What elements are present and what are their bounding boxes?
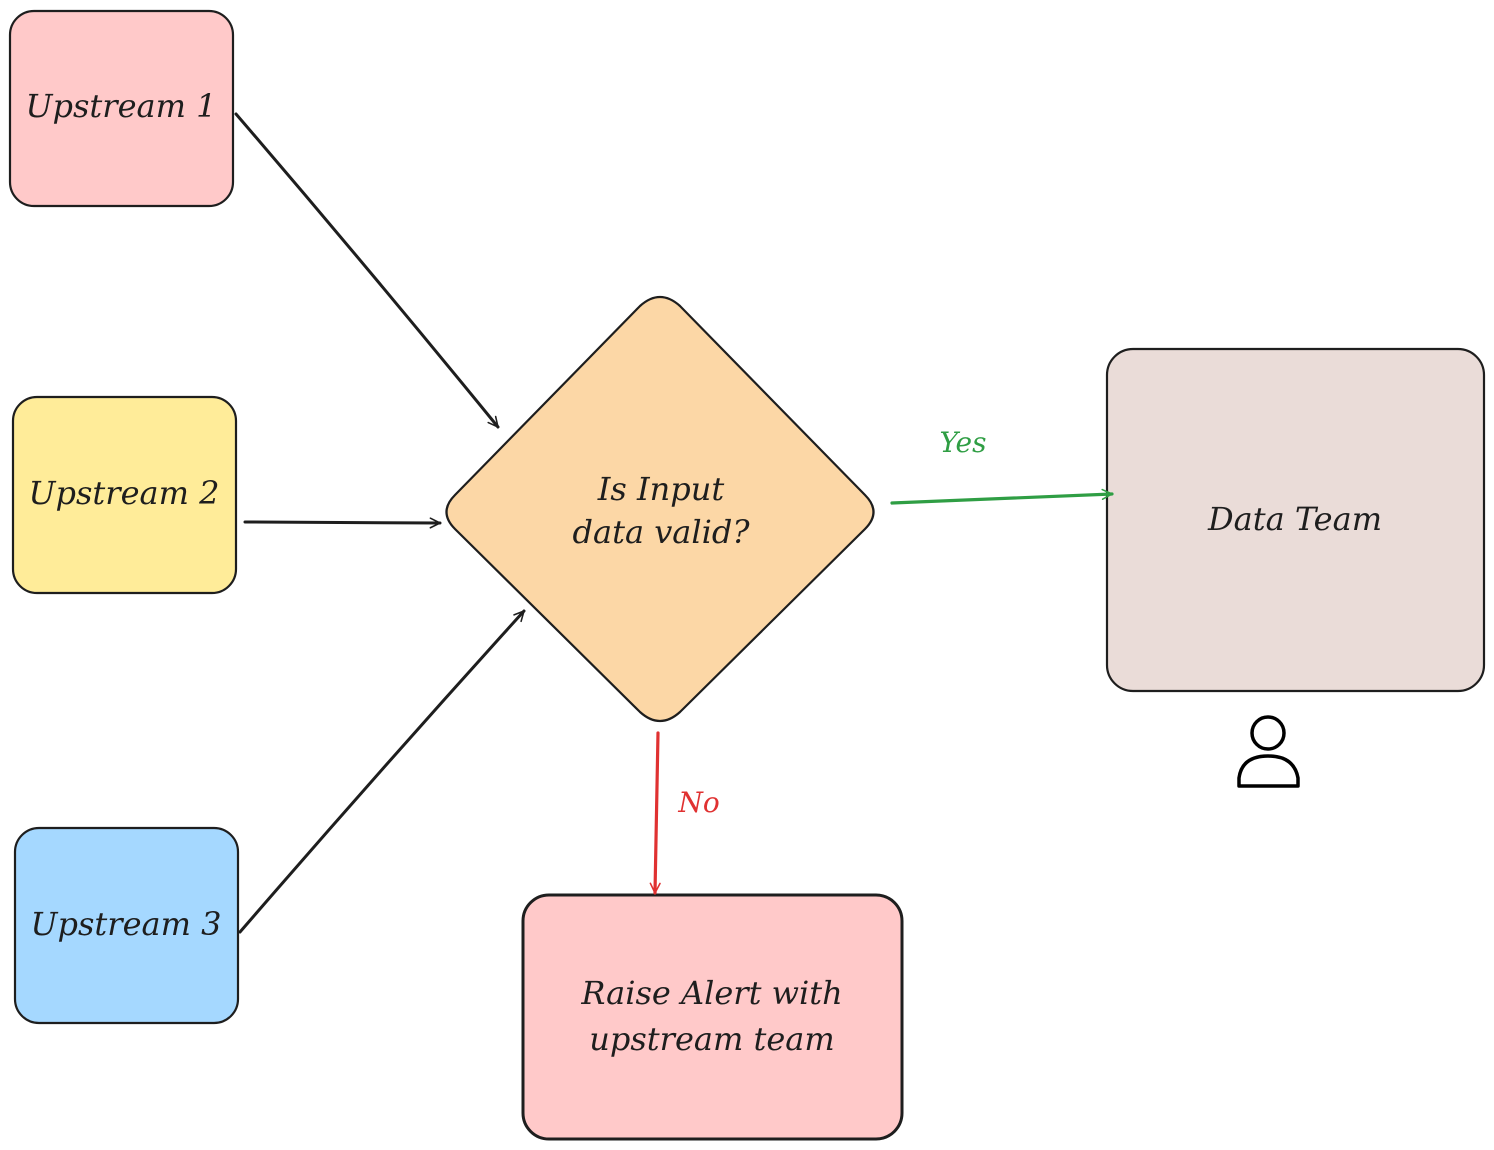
upstream-3-node[interactable]: Upstream 3 xyxy=(13,826,240,1025)
upstream-1-label: Upstream 1 xyxy=(26,87,217,125)
edge-label-yes: Yes xyxy=(940,426,987,459)
edge-upstream-1-to-decision xyxy=(234,112,500,429)
upstream-3-box xyxy=(13,826,240,1025)
upstream-2-box xyxy=(11,395,238,595)
decision-label-line-2: data valid? xyxy=(573,513,751,551)
decision-label-line-1: Is Input xyxy=(597,470,725,508)
decision-diamond xyxy=(445,295,875,723)
data-team-box xyxy=(1105,347,1486,693)
upstream-2-label: Upstream 2 xyxy=(29,474,220,512)
data-team-node[interactable]: Data Team xyxy=(1105,347,1486,693)
upstream-1-node[interactable]: Upstream 1 xyxy=(8,9,235,208)
edge-label-no: No xyxy=(677,786,719,819)
edge-upstream-3-to-decision xyxy=(238,609,526,934)
edge-decision-no-to-raise-alert xyxy=(649,731,661,895)
decision-node[interactable]: Is Input data valid? xyxy=(445,295,875,723)
upstream-3-label: Upstream 3 xyxy=(31,905,222,943)
raise-alert-box xyxy=(521,893,904,1141)
upstream-1-box xyxy=(8,9,235,208)
data-team-label: Data Team xyxy=(1207,500,1382,538)
edge-upstream-2-to-decision xyxy=(243,517,442,529)
raise-alert-label-line-1: Raise Alert with xyxy=(580,974,842,1012)
raise-alert-label-line-2: upstream team xyxy=(589,1020,834,1058)
raise-alert-node[interactable]: Raise Alert with upstream team xyxy=(521,893,904,1141)
person-icon xyxy=(1237,715,1300,788)
edge-decision-yes-to-data-team xyxy=(890,488,1114,505)
upstream-2-node[interactable]: Upstream 2 xyxy=(11,395,238,595)
